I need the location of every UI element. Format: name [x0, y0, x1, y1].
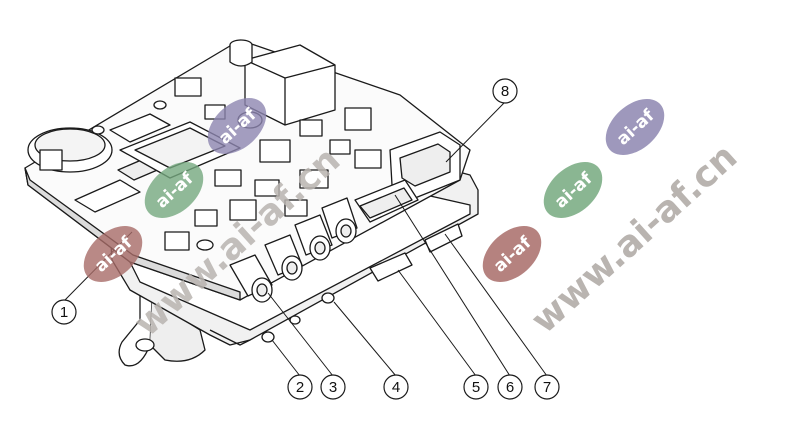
watermark-badge-purple-2: ai-af — [605, 98, 665, 156]
callout-7: 7 — [534, 374, 560, 400]
svg-text:6: 6 — [506, 379, 514, 396]
svg-text:8: 8 — [501, 83, 509, 100]
svg-text:7: 7 — [543, 379, 551, 396]
callout-8: 8 — [492, 78, 518, 104]
watermark-url-right: www.ai-af.cn — [524, 136, 746, 341]
leader-line-2 — [271, 339, 301, 377]
callout-2: 2 — [287, 374, 313, 400]
leader-line-8 — [445, 101, 506, 163]
leader-line-4 — [333, 301, 397, 377]
watermark-badge-red-2: ai-af — [482, 225, 542, 283]
callout-3: 3 — [320, 374, 346, 400]
callout-5: 5 — [463, 374, 489, 400]
callout-4: 4 — [383, 374, 409, 400]
watermark-badge-green-2: ai-af — [543, 161, 603, 219]
svg-text:2: 2 — [296, 379, 304, 396]
callouts: 1 2 3 4 5 6 7 8 — [51, 78, 560, 400]
leader-line-6 — [394, 194, 511, 377]
leader-line-7 — [444, 233, 548, 377]
callout-6: 6 — [497, 374, 523, 400]
svg-text:5: 5 — [472, 379, 480, 396]
leader-line-3 — [267, 292, 334, 377]
leader-line-5 — [397, 269, 477, 377]
leader-lines — [63, 101, 548, 377]
svg-text:4: 4 — [392, 379, 400, 396]
svg-text:1: 1 — [60, 304, 68, 321]
svg-text:3: 3 — [329, 379, 337, 396]
callout-1: 1 — [51, 299, 77, 325]
